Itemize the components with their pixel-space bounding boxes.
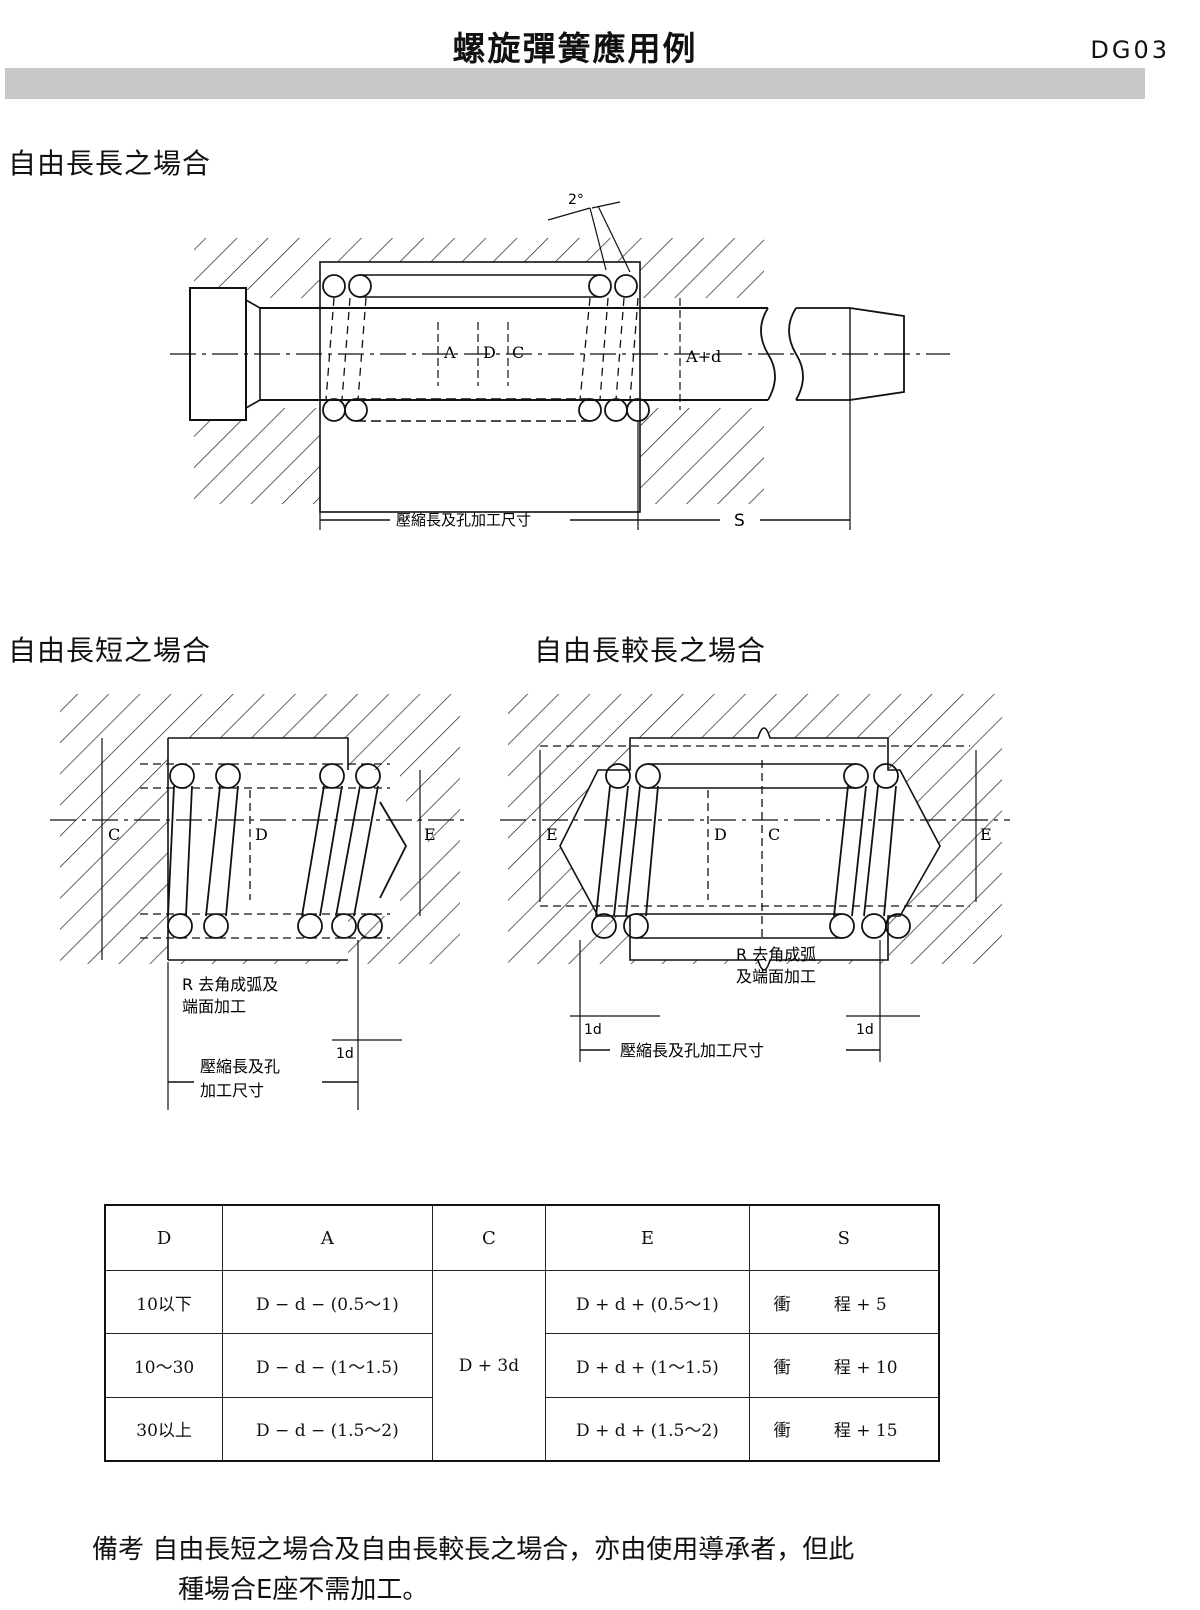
table-row: 30以上 D − d − (1.5〜2) D + d + (1.5〜2) 衝 程…: [104, 1396, 940, 1462]
header-d: D: [104, 1204, 224, 1272]
remark-line-1: 備考 自由長短之場合及自由長較長之場合，亦由使用導承者，但此: [92, 1535, 855, 1565]
fig3-c-label: C: [768, 825, 780, 844]
header-e: E: [545, 1204, 750, 1272]
title-bar: [5, 68, 1145, 99]
cell-a: D − d − (1.5〜2): [222, 1396, 433, 1462]
remark-note: 備考 自由長短之場合及自由長較長之場合，亦由使用導承者，但此 種場合E座不需加工…: [92, 1530, 854, 1610]
fig3-compress-label: 壓縮長及孔加工尺寸: [620, 1041, 764, 1060]
dim-d-label: D: [483, 343, 496, 362]
fig2-r-label-1: R 去角成弧及: [182, 975, 278, 994]
dim-a-label: A: [443, 343, 456, 362]
table-row: 10〜30 D − d − (1〜1.5) D + d + (1〜1.5) 衝 …: [104, 1333, 940, 1398]
header-s: S: [748, 1204, 940, 1272]
cell-d: 30以上: [104, 1396, 224, 1462]
dimension-table: D A C E S 10以下 D − d − (0.5〜1) D + 3d D …: [104, 1204, 940, 1462]
fig3-r-label-2: 及端面加工: [736, 967, 816, 986]
section-heading-longer-free: 自由長較長之場合: [534, 634, 767, 667]
cell-a: D − d − (1〜1.5): [222, 1333, 433, 1398]
cell-d: 10〜30: [104, 1333, 224, 1398]
cell-e: D + d + (1〜1.5): [545, 1333, 750, 1398]
remark-line-2: 種場合E座不需加工。: [178, 1575, 429, 1605]
cell-e: D + d + (0.5〜1): [545, 1270, 750, 1335]
header-a: A: [222, 1204, 433, 1272]
section-heading-long-free: 自由長長之場合: [8, 147, 212, 180]
fig3-e-right-label: E: [980, 825, 992, 844]
stroke-s-label: S: [734, 511, 745, 531]
cell-s: 衝 程 + 10: [748, 1333, 940, 1398]
fig3-r-label-1: R 去角成弧: [736, 945, 816, 964]
fig2-d-label: D: [255, 825, 268, 844]
cell-d: 10以下: [104, 1270, 224, 1335]
cell-c: D + 3d: [431, 1270, 547, 1462]
fig2-c-label: C: [108, 825, 120, 844]
fig3-dim-1d-left: 1d: [584, 1022, 602, 1038]
fig2-e-label: E: [424, 825, 436, 844]
fig3-d-label: D: [714, 825, 727, 844]
diagram-short-free: C D E R 去角成弧及 端面加工 1d 壓縮長及孔 加工尺寸: [50, 694, 470, 1110]
fig2-dim-1d: 1d: [336, 1046, 354, 1062]
cell-s: 衝 程 + 5: [748, 1270, 940, 1335]
fig2-compress-2: 加工尺寸: [200, 1081, 264, 1100]
angle-label: 2°: [568, 192, 584, 208]
table-header-row: D A C E S: [104, 1204, 940, 1272]
table-row: 10以下 D − d − (0.5〜1) D + 3d D + d + (0.5…: [104, 1270, 940, 1462]
dim-ad-label: A+d: [685, 347, 721, 366]
page-title: 螺旋彈簧應用例: [452, 29, 698, 68]
diagram-long-free: A D C A+d 2° 壓縮長及孔加工尺寸 S: [170, 192, 950, 531]
diagram-longer-free: E D C E R 去角成弧 及端面加工 1d 1d 壓縮長及孔加工尺寸: [500, 694, 1010, 1062]
cell-s: 衝 程 + 15: [748, 1396, 940, 1462]
fig3-dim-1d-right: 1d: [856, 1022, 874, 1038]
fig2-compress-1: 壓縮長及孔: [200, 1057, 280, 1076]
dim-c-label: C: [512, 343, 524, 362]
header-c: C: [431, 1204, 547, 1272]
fig3-e-label: E: [546, 825, 558, 844]
fig2-r-label-2: 端面加工: [182, 997, 246, 1016]
cell-a: D − d − (0.5〜1): [222, 1270, 433, 1335]
fig1-compress-label: 壓縮長及孔加工尺寸: [396, 511, 531, 529]
cell-e: D + d + (1.5〜2): [545, 1396, 750, 1462]
page-code: DG03: [1090, 36, 1170, 64]
section-heading-short-free: 自由長短之場合: [8, 634, 212, 667]
